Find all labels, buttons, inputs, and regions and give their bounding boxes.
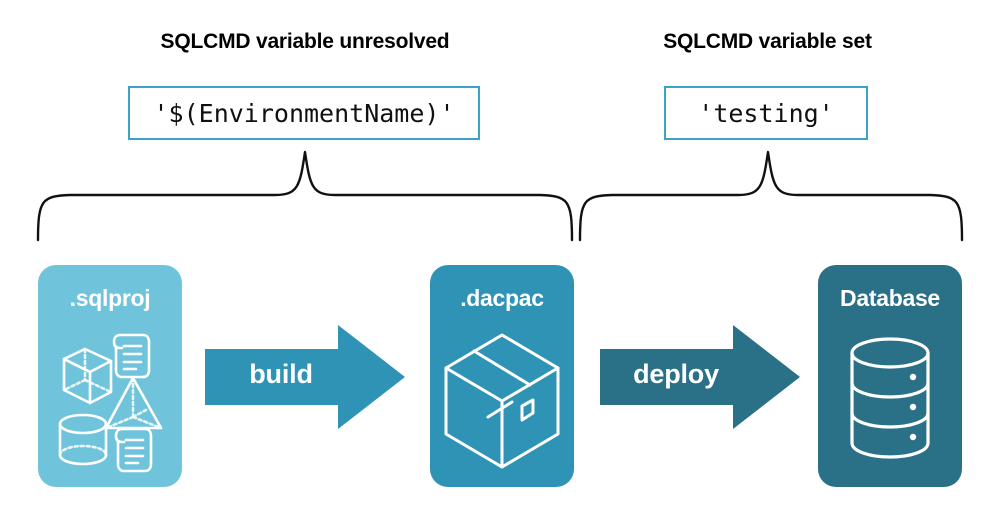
heading-sqlcmd-variable-set: SQLCMD variable set [663,30,872,53]
stage-box-sqlproj[interactable]: .sqlproj [38,265,182,487]
sqlproj-artwork [58,333,163,473]
stage-box-dacpac[interactable]: .dacpac [430,265,574,487]
arrow-build[interactable]: build [205,325,405,429]
stage-label-dacpac: .dacpac [460,285,544,311]
stage-label-sqlproj: .sqlproj [69,285,151,311]
cylinder-icon [58,413,108,466]
package-box-icon [444,333,560,469]
scroll-icon [112,333,151,379]
stage-label-database: Database [840,285,940,311]
database-cylinder-icon [850,337,930,459]
code-box-testing: 'testing' [664,86,868,140]
database-artwork [850,337,930,459]
stage-box-database[interactable]: Database [818,265,962,487]
scroll-icon [114,427,153,473]
cube-icon [62,347,113,405]
code-box-environment-name: '$(EnvironmentName)' [128,86,480,140]
heading-sqlcmd-variable-unresolved: SQLCMD variable unresolved [160,30,450,53]
brace-deploy [578,150,964,242]
brace-build [36,150,574,242]
dacpac-artwork [444,333,560,469]
arrow-build-shape [205,325,405,429]
pyramid-icon [104,376,163,430]
arrow-deploy[interactable]: deploy [600,325,800,429]
arrow-deploy-shape [600,325,800,429]
